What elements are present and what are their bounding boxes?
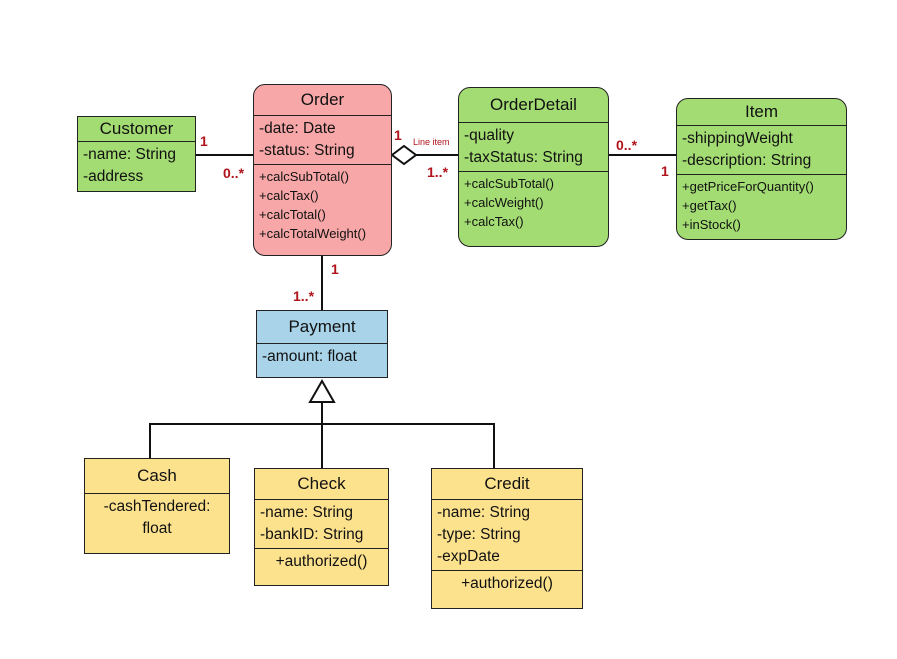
- class-check[interactable]: Check -name: String -bankID: String +aut…: [254, 468, 389, 586]
- attribute: -taxStatus: String: [464, 149, 583, 166]
- operation: +getTax(): [682, 198, 737, 213]
- class-name: Order: [300, 90, 345, 109]
- class-item[interactable]: Item -shippingWeight -description: Strin…: [676, 98, 847, 240]
- attribute: -quality: [464, 127, 514, 144]
- generalization-branches: [149, 423, 495, 468]
- class-credit[interactable]: Credit -name: String -type: String -expD…: [431, 468, 583, 609]
- operation: +getPriceForQuantity(): [682, 179, 814, 194]
- aggregation-diamond: [390, 144, 418, 166]
- multiplicity-item-end: 1: [661, 163, 669, 179]
- attribute: float: [142, 520, 172, 537]
- multiplicity-customer-end: 1: [200, 133, 208, 149]
- attribute: -description: String: [682, 152, 812, 169]
- attribute: -amount: float: [262, 348, 357, 365]
- class-name: OrderDetail: [490, 95, 577, 114]
- operation: +authorized(): [275, 553, 368, 570]
- class-order[interactable]: Order -date: Date -status: String +calcS…: [253, 84, 392, 256]
- attribute: -name: String: [437, 504, 531, 521]
- multiplicity-detail-end-item: 0..*: [616, 137, 638, 153]
- attribute: -expDate: [437, 548, 500, 565]
- attribute: -name: String: [83, 146, 177, 163]
- attribute: -status: String: [259, 142, 355, 159]
- class-orderdetail[interactable]: OrderDetail -quality -taxStatus: String …: [458, 87, 609, 247]
- class-customer[interactable]: Customer -name: String -address: [77, 116, 196, 192]
- association-label-line-item: Line item: [413, 137, 450, 147]
- operation: +calcTax(): [259, 188, 319, 203]
- operation: +calcTotalWeight(): [259, 226, 367, 241]
- class-name: Check: [297, 474, 346, 493]
- operation: +inStock(): [682, 217, 741, 232]
- attribute: -address: [83, 168, 144, 185]
- attribute: -shippingWeight: [682, 130, 793, 147]
- class-name: Item: [744, 102, 779, 121]
- operation: +calcTotal(): [259, 207, 326, 222]
- multiplicity-order-end-customer: 0..*: [223, 165, 245, 181]
- attribute: -type: String: [437, 526, 521, 543]
- multiplicity-detail-end-order: 1..*: [427, 164, 449, 180]
- class-name: Customer: [99, 119, 174, 138]
- operation: +calcSubTotal(): [259, 169, 349, 184]
- generalization-triangle: [308, 378, 336, 403]
- operation: +calcSubTotal(): [464, 176, 554, 191]
- class-cash[interactable]: Cash -cashTendered: float: [84, 458, 230, 554]
- attribute: -name: String: [260, 504, 354, 521]
- class-name: Payment: [288, 317, 356, 336]
- attribute: -date: Date: [259, 120, 336, 137]
- multiplicity-order-end-detail: 1: [394, 127, 402, 143]
- attribute: -bankID: String: [260, 526, 364, 543]
- class-payment[interactable]: Payment -amount: float: [256, 310, 388, 378]
- attribute: -cashTendered:: [103, 498, 211, 515]
- class-name: Credit: [484, 474, 530, 493]
- multiplicity-payment-end: 1..*: [293, 288, 315, 304]
- class-name: Cash: [137, 466, 177, 485]
- operation: +authorized(): [461, 575, 553, 592]
- operation: +calcWeight(): [464, 195, 544, 210]
- multiplicity-order-end-payment: 1: [331, 261, 339, 277]
- operation: +calcTax(): [464, 214, 524, 229]
